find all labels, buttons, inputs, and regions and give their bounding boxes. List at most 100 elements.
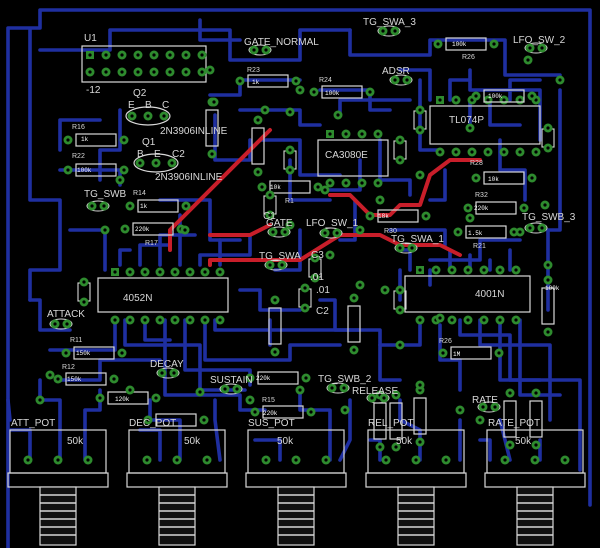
u1-label: U1 xyxy=(84,33,97,44)
u1-pin-top-4-hole xyxy=(152,53,156,57)
r6-body xyxy=(503,400,517,438)
r5-value: 120k xyxy=(115,396,130,403)
r23-pin-1-hole xyxy=(238,79,242,83)
q1-label: Q1 xyxy=(142,137,156,148)
u1-pin-bot-7-hole xyxy=(200,70,204,74)
via-24-hole xyxy=(298,388,302,392)
c3-pin-2-hole xyxy=(313,276,317,280)
q2-e-label: E xyxy=(128,100,135,111)
bottom-trace-54 xyxy=(498,418,512,462)
via-14-hole xyxy=(468,126,472,130)
bottom-trace-73 xyxy=(488,98,522,127)
r17-value: 220k xyxy=(135,226,150,233)
u1-pin-top-5-hole xyxy=(168,53,172,57)
tg-swa-3-switch-outline xyxy=(377,25,401,37)
r16-value: 1k xyxy=(81,136,89,143)
r6-pin-2-hole xyxy=(508,443,512,447)
lfo-sw-2-label: LFO_SW_2 xyxy=(513,35,566,46)
tg-swb-switch-outline xyxy=(86,200,110,212)
rate-switch-pin-2-hole xyxy=(493,405,497,409)
ca3080-pin-bot-2-hole xyxy=(360,181,364,185)
ca3080-pin-bot-3-hole xyxy=(376,181,380,185)
bottom-trace-68 xyxy=(328,158,362,192)
adsr-label: ADSR xyxy=(382,66,410,77)
r15-pin-1-hole xyxy=(253,410,257,414)
sus-pot-pin-2-hole xyxy=(294,458,298,462)
q2-outline xyxy=(125,106,171,126)
r13-pin-2-hole xyxy=(210,152,214,156)
r15-label: R15 xyxy=(262,397,275,404)
c3-pin-1-hole xyxy=(313,256,317,260)
q2-pin-b-hole xyxy=(146,114,150,118)
u1-pin-bot-3-hole xyxy=(136,70,140,74)
u1-pin-bot-4-hole xyxy=(152,70,156,74)
c5-res-body xyxy=(269,180,311,194)
dec-pot-value: 50k xyxy=(184,436,201,447)
tg-swb-3-switch-pin-2-hole xyxy=(540,226,544,230)
lfo-sw-1-switch-pin-1-hole xyxy=(323,231,327,235)
r17-label: R17 xyxy=(145,240,158,247)
tg-swb-switch-pin-1-hole xyxy=(90,204,94,208)
r27-pin-2-hole xyxy=(546,330,550,334)
gate-normal-label: GATE_NORMAL xyxy=(244,37,319,48)
gate-normal-switch-pin-2-hole xyxy=(264,48,268,52)
via-7-hole xyxy=(103,228,107,232)
tg-swb-3-label: TG_SWB_3 xyxy=(522,212,576,223)
bottom-trace-12 xyxy=(258,138,342,177)
bottom-trace-71 xyxy=(448,78,472,102)
ca3080-pin-bot-1-hole xyxy=(344,181,348,185)
r27-pin-1-hole xyxy=(546,278,550,282)
q2-pin-e-hole xyxy=(130,114,134,118)
via-0-hole xyxy=(212,100,216,104)
r9-body xyxy=(413,397,427,435)
top-trace-2 xyxy=(328,158,482,217)
r32-pin-2-hole xyxy=(522,206,526,210)
tg-swb-3-switch-pin-1-hole xyxy=(528,226,532,230)
ic2-pin-top-1-hole xyxy=(434,268,438,272)
bottom-trace-42 xyxy=(478,318,552,422)
via-8-hole xyxy=(518,230,522,234)
ic2-pin-bot-5-hole xyxy=(498,318,502,322)
ic2-pin-top-0-hole xyxy=(418,268,422,272)
rate-pot-pin-2-hole xyxy=(533,458,537,462)
c1-label: C1 xyxy=(263,211,276,222)
r21-body xyxy=(465,225,507,239)
sus-pot-label: SUS_POT xyxy=(248,418,295,429)
bottom-trace-45 xyxy=(6,398,12,422)
ic-4001-label: 4001N xyxy=(475,289,505,300)
bottom-trace-70 xyxy=(398,68,432,102)
decay-switch-outline xyxy=(156,367,180,379)
u1-pin-top-2-hole xyxy=(120,53,124,57)
ca3080-pin-top-2-hole xyxy=(360,132,364,136)
r12-body xyxy=(65,372,107,386)
r12-value: 150k xyxy=(67,376,82,383)
r26b-body xyxy=(450,346,492,360)
lfo-sw-2-switch-pin-1-hole xyxy=(528,46,532,50)
bottom-trace-48 xyxy=(148,398,182,462)
decay-switch-pin-1-hole xyxy=(160,371,164,375)
r12-label: R12 xyxy=(62,364,75,371)
tg-swa-1-switch-outline xyxy=(394,242,418,254)
rate-switch-outline xyxy=(477,401,501,413)
q1-pin-c-hole xyxy=(170,161,174,165)
bottom-trace-67 xyxy=(338,98,412,117)
via-23-hole xyxy=(398,343,402,347)
r14-pin-1-hole xyxy=(128,204,132,208)
r32-body xyxy=(475,201,517,215)
r28-body xyxy=(483,171,525,185)
r22-body xyxy=(75,163,117,177)
r24-pin-1-hole xyxy=(312,90,316,94)
r30-value: 18k xyxy=(378,213,389,220)
tl074-pin-top-4-hole xyxy=(502,98,506,102)
sustain-switch-pin-2-hole xyxy=(235,387,239,391)
q1-c-label: C2 xyxy=(172,149,185,160)
tl074-pin-top-2-hole xyxy=(470,98,474,102)
c6-pin-1-hole xyxy=(398,138,402,142)
c5-res-pin-2-hole xyxy=(316,185,320,189)
gate-normal-switch-pin-1-hole xyxy=(252,48,256,52)
r19-body xyxy=(251,127,265,165)
gate-normal-switch-outline xyxy=(248,44,272,56)
bottom-trace-0 xyxy=(6,8,592,548)
tg-swa-3-switch-pin-1-hole xyxy=(381,29,385,33)
r28-top-body xyxy=(483,89,525,103)
